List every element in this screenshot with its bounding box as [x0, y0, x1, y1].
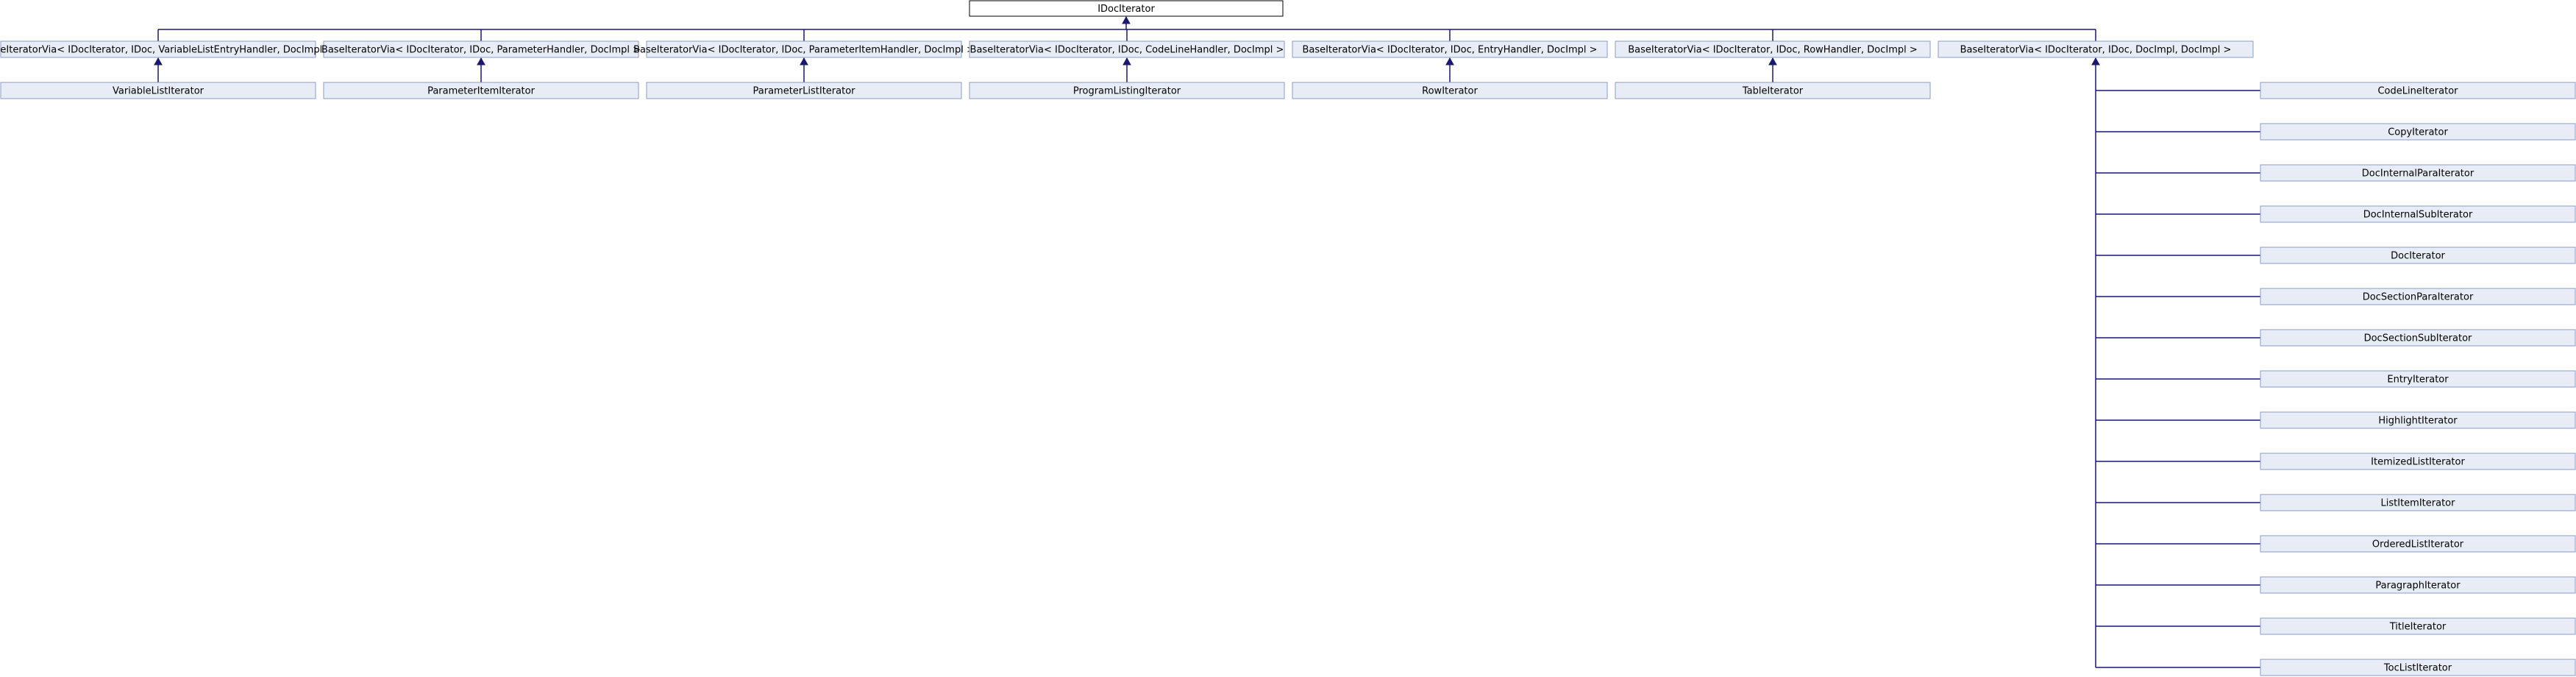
class-node-baseiteratorvia-idociterator-idoc-entryhandler-docimpl[interactable]: BaseIteratorVia< IDocIterator, IDoc, Ent… — [1292, 40, 1608, 58]
class-node-docsectionsubiterator-label: DocSectionSubIterator — [2364, 333, 2472, 344]
arrow-child-4 — [1122, 57, 1131, 65]
class-node-baseiteratorvia-idociterator-idoc-parameterhandler-docimpl-label: BaseIteratorVia< IDocIterator, IDoc, Par… — [321, 45, 641, 56]
class-node-variablelistiterator-box — [0, 82, 316, 99]
class-node-tableiterator[interactable]: TableIterator — [1615, 82, 1931, 99]
class-node-parameteritemiterator-box — [323, 82, 639, 99]
class-node-baseiteratorvia-idociterator-idoc-rowhandler-docimpl-box — [1615, 40, 1931, 58]
class-node-copyiterator[interactable]: CopyIterator — [2260, 123, 2576, 141]
class-node-copyiterator-box — [2260, 123, 2576, 141]
class-node-paragraphiterator[interactable]: ParagraphIterator — [2260, 576, 2576, 594]
class-node-docinternalparaiterator-box — [2260, 164, 2576, 182]
class-node-highlightiterator-label: HighlightIterator — [2378, 416, 2458, 427]
class-node-docinternalparaiterator[interactable]: DocInternalParaIterator — [2260, 164, 2576, 182]
class-node-listitemiterator-box — [2260, 494, 2576, 511]
class-node-listitemiterator[interactable]: ListItemIterator — [2260, 494, 2576, 511]
class-node-baseiteratorvia-idociterator-idoc-docimpl-docimpl-label: BaseIteratorVia< IDocIterator, IDoc, Doc… — [1960, 45, 2232, 56]
class-node-orderedlistiterator[interactable]: OrderedListIterator — [2260, 535, 2576, 553]
class-node-entryiterator-box — [2260, 370, 2576, 388]
class-node-idociterator-label: IDocIterator — [1097, 4, 1155, 15]
class-node-codelineiterator[interactable]: CodeLineIterator — [2260, 82, 2576, 99]
class-node-baseiteratorvia-idociterator-idoc-variablelistentryhandler-docimpl-box — [0, 40, 316, 58]
class-node-baseiteratorvia-idociterator-idoc-codelinehandler-docimpl-box — [969, 40, 1285, 58]
class-node-baseiteratorvia-idociterator-idoc-docimpl-docimpl[interactable]: BaseIteratorVia< IDocIterator, IDoc, Doc… — [1938, 40, 2254, 58]
class-node-dociterator-label: DocIterator — [2391, 251, 2445, 262]
class-node-rowiterator-box — [1292, 82, 1608, 99]
class-node-paragraphiterator-label: ParagraphIterator — [2375, 581, 2461, 592]
class-node-orderedlistiterator-box — [2260, 535, 2576, 553]
class-node-baseiteratorvia-idociterator-idoc-parameterhandler-docimpl[interactable]: BaseIteratorVia< IDocIterator, IDoc, Par… — [321, 40, 641, 58]
arrow-child-6 — [1768, 57, 1777, 65]
arrow-right-trunk — [2091, 57, 2100, 65]
class-node-baseiteratorvia-idociterator-idoc-docimpl-docimpl-box — [1938, 40, 2254, 58]
class-node-baseiteratorvia-idociterator-idoc-entryhandler-docimpl-box — [1292, 40, 1608, 58]
class-node-programlistingiterator-label: ProgramListingIterator — [1073, 86, 1181, 97]
class-node-docsectionparaiterator[interactable]: DocSectionParaIterator — [2260, 288, 2576, 305]
class-node-baseiteratorvia-idociterator-idoc-codelinehandler-docimpl-label: BaseIteratorVia< IDocIterator, IDoc, Cod… — [970, 45, 1284, 56]
class-node-docinternalparaiterator-label: DocInternalParaIterator — [2362, 169, 2474, 180]
class-node-baseiteratorvia-idociterator-idoc-parameteritemhandler-docimpl[interactable]: BaseIteratorVia< IDocIterator, IDoc, Par… — [633, 40, 975, 58]
class-node-baseiteratorvia-idociterator-idoc-rowhandler-docimpl-label: BaseIteratorVia< IDocIterator, IDoc, Row… — [1628, 45, 1918, 56]
class-node-tableiterator-label: TableIterator — [1742, 86, 1804, 97]
class-node-parameterlistiterator[interactable]: ParameterListIterator — [646, 82, 962, 99]
class-node-parameterlistiterator-box — [646, 82, 962, 99]
class-node-docinternalsubiterator-label: DocInternalSubIterator — [2363, 210, 2473, 221]
class-node-rowiterator[interactable]: RowIterator — [1292, 82, 1608, 99]
class-node-titleiterator[interactable]: TitleIterator — [2260, 617, 2576, 635]
class-node-tableiterator-box — [1615, 82, 1931, 99]
class-node-docsectionparaiterator-box — [2260, 288, 2576, 305]
arrow-child-5 — [1445, 57, 1454, 65]
arrow-root — [1122, 15, 1131, 24]
class-node-docsectionsubiterator[interactable]: DocSectionSubIterator — [2260, 329, 2576, 347]
class-node-programlistingiterator-box — [969, 82, 1285, 99]
class-node-highlightiterator-box — [2260, 411, 2576, 429]
class-node-copyiterator-label: CopyIterator — [2388, 127, 2448, 138]
class-node-baseiteratorvia-idociterator-idoc-codelinehandler-docimpl[interactable]: BaseIteratorVia< IDocIterator, IDoc, Cod… — [969, 40, 1285, 58]
class-node-variablelistiterator-label: VariableListIterator — [113, 86, 204, 97]
class-node-codelineiterator-box — [2260, 82, 2576, 99]
class-node-baseiteratorvia-idociterator-idoc-rowhandler-docimpl[interactable]: BaseIteratorVia< IDocIterator, IDoc, Row… — [1615, 40, 1931, 58]
class-node-orderedlistiterator-label: OrderedListIterator — [2372, 539, 2464, 550]
class-node-titleiterator-box — [2260, 617, 2576, 635]
class-node-entryiterator[interactable]: EntryIterator — [2260, 370, 2576, 388]
class-node-toclistiterator-label: TocListIterator — [2383, 663, 2452, 674]
class-node-itemizedlistiterator-label: ItemizedListIterator — [2371, 457, 2465, 468]
arrow-child-3 — [800, 57, 808, 65]
class-node-docinternalsubiterator[interactable]: DocInternalSubIterator — [2260, 205, 2576, 223]
class-node-baseiteratorvia-idociterator-idoc-variablelistentryhandler-docimpl-label: BaseIteratorVia< IDocIterator, IDoc, Var… — [0, 45, 333, 56]
inheritance-edges — [154, 15, 2260, 668]
class-node-baseiteratorvia-idociterator-idoc-parameteritemhandler-docimpl-box — [646, 40, 962, 58]
class-node-parameteritemiterator[interactable]: ParameterItemIterator — [323, 82, 639, 99]
class-node-itemizedlistiterator-box — [2260, 453, 2576, 470]
class-node-parameterlistiterator-label: ParameterListIterator — [753, 86, 856, 97]
class-node-docsectionsubiterator-box — [2260, 329, 2576, 347]
arrow-child-1 — [154, 57, 163, 65]
class-node-listitemiterator-label: ListItemIterator — [2381, 498, 2456, 509]
class-node-rowiterator-label: RowIterator — [1422, 86, 1478, 97]
class-node-programlistingiterator[interactable]: ProgramListingIterator — [969, 82, 1285, 99]
class-node-codelineiterator-label: CodeLineIterator — [2377, 86, 2458, 97]
class-node-itemizedlistiterator[interactable]: ItemizedListIterator — [2260, 453, 2576, 470]
class-node-entryiterator-label: EntryIterator — [2387, 375, 2449, 386]
arrow-child-2 — [477, 57, 485, 65]
class-node-baseiteratorvia-idociterator-idoc-entryhandler-docimpl-label: BaseIteratorVia< IDocIterator, IDoc, Ent… — [1302, 45, 1597, 56]
class-node-titleiterator-label: TitleIterator — [2389, 622, 2447, 633]
class-node-idociterator-box — [969, 0, 1284, 17]
class-node-parameteritemiterator-label: ParameterItemIterator — [427, 86, 536, 97]
class-node-paragraphiterator-box — [2260, 576, 2576, 594]
class-node-idociterator[interactable]: IDocIterator — [969, 0, 1284, 17]
class-node-toclistiterator[interactable]: TocListIterator — [2260, 659, 2576, 676]
class-node-highlightiterator[interactable]: HighlightIterator — [2260, 411, 2576, 429]
class-node-docsectionparaiterator-label: DocSectionParaIterator — [2363, 292, 2474, 303]
class-node-toclistiterator-box — [2260, 659, 2576, 676]
class-node-dociterator[interactable]: DocIterator — [2260, 247, 2576, 264]
class-node-dociterator-box — [2260, 247, 2576, 264]
class-node-baseiteratorvia-idociterator-idoc-parameterhandler-docimpl-box — [323, 40, 639, 58]
class-node-variablelistiterator[interactable]: VariableListIterator — [0, 82, 316, 99]
class-node-baseiteratorvia-idociterator-idoc-variablelistentryhandler-docimpl[interactable]: BaseIteratorVia< IDocIterator, IDoc, Var… — [0, 40, 333, 58]
class-node-baseiteratorvia-idociterator-idoc-parameteritemhandler-docimpl-label: BaseIteratorVia< IDocIterator, IDoc, Par… — [633, 45, 975, 56]
class-node-docinternalsubiterator-box — [2260, 205, 2576, 223]
